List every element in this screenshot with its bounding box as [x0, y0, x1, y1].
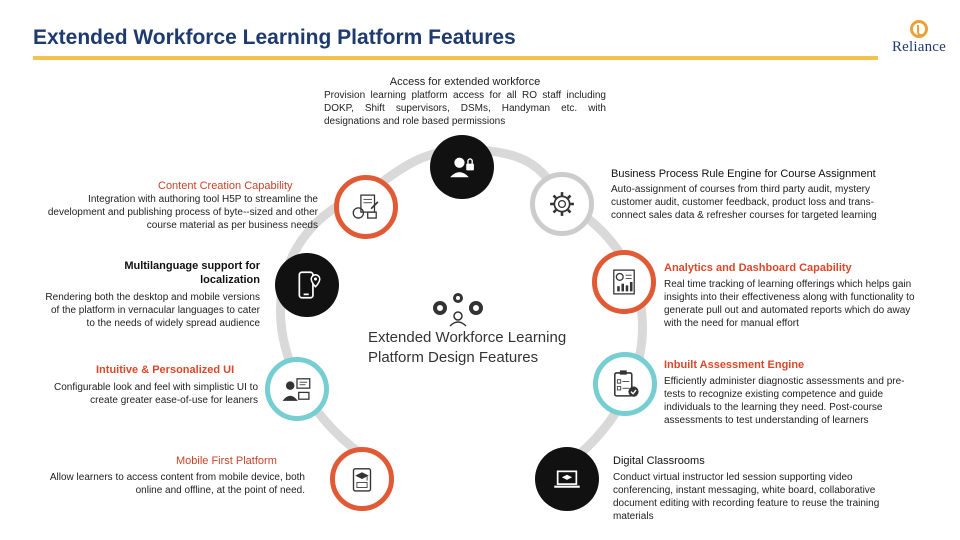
analytics-title: Analytics and Dashboard Capability [664, 262, 852, 274]
gear-icon [550, 192, 574, 216]
personalized-ui-icon [282, 378, 311, 401]
multilang-block: Multilanguage support for localization R… [40, 259, 260, 330]
assessment-title: Inbuilt Assessment Engine [664, 359, 805, 371]
mobile-learning-icon [352, 468, 372, 492]
center-label-line1: Extended Workforce Learning [368, 329, 567, 346]
intuitive-desc: Configurable look and feel with simplist… [54, 382, 258, 406]
content-node [334, 175, 398, 239]
access-block: Access for extended workforce Provision … [324, 75, 606, 128]
analytics-block: Analytics and Dashboard Capability Real … [664, 261, 916, 330]
laptop-graduation-icon [554, 470, 580, 488]
content-title: Content Creation Capability [158, 180, 293, 192]
mobile-node [330, 447, 394, 511]
mobile-block: Mobile First Platform Allow learners to … [40, 454, 305, 497]
intuitive-block: Intuitive & Personalized UI Configurable… [40, 363, 258, 407]
rules-block: Business Process Rule Engine for Course … [611, 167, 929, 222]
multilang-title: Multilanguage support for localization [124, 260, 260, 286]
reliance-logo: Reliance [884, 20, 954, 62]
assessment-block: Inbuilt Assessment Engine Efficiently ad… [664, 358, 916, 427]
content-desc: Integration with authoring tool H5P to s… [47, 194, 318, 231]
content-authoring-icon [352, 194, 379, 219]
multilang-node [275, 253, 339, 317]
center-label-line2: Platform Design Features [368, 349, 539, 366]
logo-emblem-icon [910, 20, 928, 38]
title-underline [33, 56, 878, 60]
rules-node [530, 172, 594, 236]
analytics-node [592, 250, 656, 314]
multilang-desc: Rendering both the desktop and mobile ve… [45, 292, 260, 329]
digital-desc: Conduct virtual instructor led session s… [613, 472, 880, 522]
intuitive-title: Intuitive & Personalized UI [96, 364, 235, 376]
digital-block: Digital Classrooms Conduct virtual instr… [613, 454, 913, 523]
rules-title: Business Process Rule Engine for Course … [611, 168, 876, 180]
analytics-desc: Real time tracking of learning offerings… [664, 279, 915, 329]
intuitive-node [265, 357, 329, 421]
access-node [430, 135, 494, 199]
content-block: Content Creation Capability Integration … [40, 179, 318, 232]
page-title: Extended Workforce Learning Platform Fea… [33, 26, 516, 49]
user-lock-icon [450, 157, 474, 178]
mobile-desc: Allow learners to access content from mo… [49, 472, 305, 496]
clipboard-check-icon [614, 370, 639, 397]
digital-title: Digital Classrooms [613, 455, 705, 467]
assessment-desc: Efficiently administer diagnostic assess… [664, 376, 905, 426]
center-gears-icon [433, 293, 483, 327]
digital-node [535, 447, 599, 511]
assessment-node [593, 352, 657, 416]
analytics-icon [613, 269, 635, 295]
logo-text: Reliance [891, 39, 947, 55]
access-title: Access for extended workforce [389, 76, 541, 88]
mobile-location-icon [298, 271, 321, 299]
access-desc: Provision learning platform access for a… [324, 90, 606, 127]
center-label: Extended Workforce Learning Platform Des… [368, 328, 566, 368]
mobile-title: Mobile First Platform [176, 455, 277, 467]
rules-desc: Auto-assignment of courses from third pa… [611, 184, 877, 221]
